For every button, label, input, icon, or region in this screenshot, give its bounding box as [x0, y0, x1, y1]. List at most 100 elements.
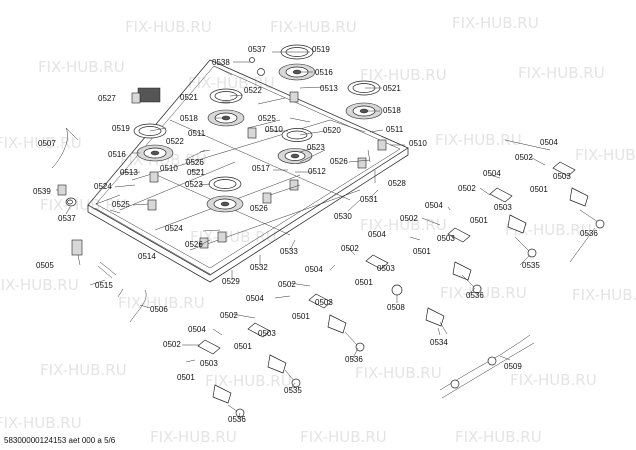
- part-label: 0502: [163, 340, 181, 349]
- part-label: 0526: [186, 158, 204, 167]
- part-label: 0528: [388, 179, 406, 188]
- leader-lines: [56, 51, 596, 420]
- part-label: 0523: [185, 180, 203, 189]
- part-label: 0512: [308, 167, 326, 176]
- part-label: 0503: [553, 172, 571, 181]
- part-label: 0533: [280, 247, 298, 256]
- part-label: 0509: [504, 362, 522, 371]
- part-label: 0501: [234, 342, 252, 351]
- watermark: FIX-HUB.RU: [360, 66, 447, 84]
- watermark: FIX-HUB.RU: [188, 74, 275, 92]
- part-label: 0502: [278, 280, 296, 289]
- part-label: 0503: [200, 359, 218, 368]
- part-label: 0504: [425, 201, 443, 210]
- part-label: 0526: [185, 240, 203, 249]
- part-label: 0529: [222, 277, 240, 286]
- part-label: 0515: [95, 281, 113, 290]
- part-label: 0535: [284, 386, 302, 395]
- part-label: 0521: [187, 168, 205, 177]
- part-label: 0511: [188, 129, 206, 138]
- part-label: 0523: [307, 143, 325, 152]
- watermark: FIX-HUB.RU: [575, 146, 636, 164]
- watermark-layer: FIX-HUB.RU FIX-HUB.RU FIX-HUB.RU FIX-HUB…: [0, 14, 636, 446]
- part-label: 0510: [160, 164, 178, 173]
- watermark: FIX-HUB.RU: [0, 414, 82, 432]
- part-label: 0537: [248, 45, 266, 54]
- part-label: 0530: [334, 212, 352, 221]
- part-label: 0536: [228, 415, 246, 424]
- watermark: FIX-HUB.RU: [505, 221, 592, 239]
- part-label: 0538: [212, 58, 230, 67]
- part-label: 0510: [409, 139, 427, 148]
- part-label: 0507: [38, 139, 56, 148]
- watermark: FIX-HUB.RU: [40, 361, 127, 379]
- part-label: 0519: [312, 45, 330, 54]
- part-label: 0503: [437, 234, 455, 243]
- part-label: 0534: [430, 338, 448, 347]
- part-label: 0524: [94, 182, 112, 191]
- document-code: 58300000124153 aet 000 a 5/6: [4, 436, 116, 445]
- part-label: 0504: [368, 230, 386, 239]
- part-label: 0531: [360, 195, 378, 204]
- part-label: 0527: [98, 94, 116, 103]
- part-label: 0521: [180, 93, 198, 102]
- watermark: FIX-HUB.RU: [455, 428, 542, 446]
- part-label: 0502: [341, 244, 359, 253]
- part-label: 0522: [244, 86, 262, 95]
- part-label: 0518: [383, 106, 401, 115]
- part-label: 0501: [413, 247, 431, 256]
- watermark: FIX-HUB.RU: [190, 228, 277, 246]
- frame-fittings: [51, 57, 403, 323]
- part-label: 0536: [580, 229, 598, 238]
- watermark: FIX-HUB.RU: [360, 216, 447, 234]
- watermark: FIX-HUB.RU: [518, 64, 605, 82]
- part-label: 0522: [166, 137, 184, 146]
- part-label: 0519: [112, 124, 130, 133]
- watermark: FIX-HUB.RU: [205, 372, 292, 390]
- hob-frame: [87, 59, 409, 283]
- watermark: FIX-HUB.RU: [355, 364, 442, 382]
- watermark: FIX-HUB.RU: [125, 18, 212, 36]
- watermark: FIX-HUB.RU: [0, 134, 82, 152]
- watermark: FIX-HUB.RU: [440, 284, 527, 302]
- part-label: 0501: [292, 312, 310, 321]
- watermark: FIX-HUB.RU: [270, 18, 357, 36]
- watermark: FIX-HUB.RU: [452, 14, 539, 32]
- watermark: FIX-HUB.RU: [38, 58, 125, 76]
- part-label: 0505: [36, 261, 54, 270]
- part-label: 0510: [265, 125, 283, 134]
- part-label: 0536: [466, 291, 484, 300]
- part-labels: 0537 0519 0538 0516 0513 0521 0527 0521 …: [33, 45, 598, 424]
- part-label: 0502: [515, 153, 533, 162]
- part-label: 0502: [458, 184, 476, 193]
- part-label: 0504: [188, 325, 206, 334]
- part-label: 0521: [383, 84, 401, 93]
- part-label: 0537: [58, 214, 76, 223]
- part-label: 0506: [150, 305, 168, 314]
- part-label: 0535: [522, 261, 540, 270]
- part-label: 0503: [315, 298, 333, 307]
- watermark: FIX-HUB.RU: [118, 294, 205, 312]
- part-label: 0501: [177, 373, 195, 382]
- part-label: 0525: [112, 200, 130, 209]
- part-label: 0504: [483, 169, 501, 178]
- part-label: 0501: [470, 216, 488, 225]
- part-label: 0525: [258, 114, 276, 123]
- watermark: FIX-HUB.RU: [572, 286, 636, 304]
- part-label: 0502: [220, 311, 238, 320]
- part-label: 0516: [315, 68, 333, 77]
- part-label: 0536: [345, 355, 363, 364]
- part-label: 0503: [377, 264, 395, 273]
- part-label: 0503: [494, 203, 512, 212]
- watermark: FIX-HUB.RU: [300, 428, 387, 446]
- part-label: 0501: [530, 185, 548, 194]
- part-label: 0526: [250, 204, 268, 213]
- part-label: 0501: [355, 278, 373, 287]
- part-label: 0504: [246, 294, 264, 303]
- watermark: FIX-HUB.RU: [0, 276, 79, 294]
- part-label: 0532: [250, 263, 268, 272]
- part-label: 0518: [180, 114, 198, 123]
- part-label: 0517: [252, 164, 270, 173]
